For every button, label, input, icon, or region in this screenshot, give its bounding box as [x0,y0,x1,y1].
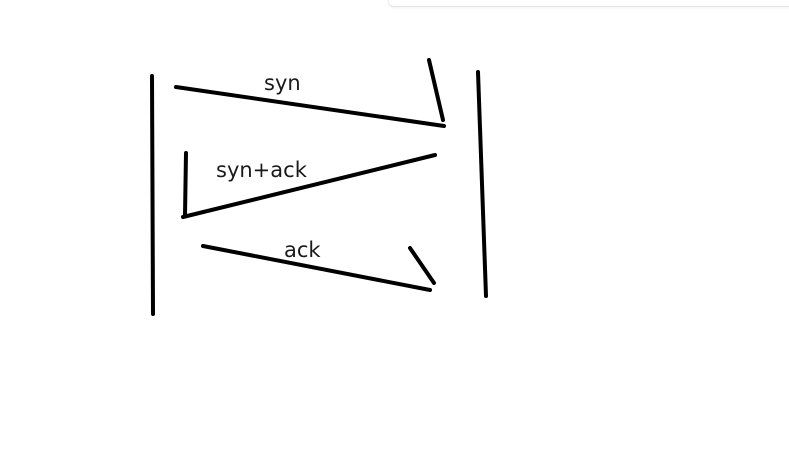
top-panel-edge [388,0,789,7]
right-timeline [476,70,488,298]
syn-ack-label: syn+ack [216,158,308,182]
syn-arrowhead [427,58,445,122]
ack-label: ack [284,238,321,262]
syn-ack-arrow-line [181,153,437,219]
left-timeline [150,74,155,316]
ack-arrowhead [408,246,436,285]
syn-arrow-line [174,85,446,128]
syn-label: syn [264,71,301,95]
ack-arrow-line [201,244,432,292]
syn-ack-arrowhead [183,151,188,217]
